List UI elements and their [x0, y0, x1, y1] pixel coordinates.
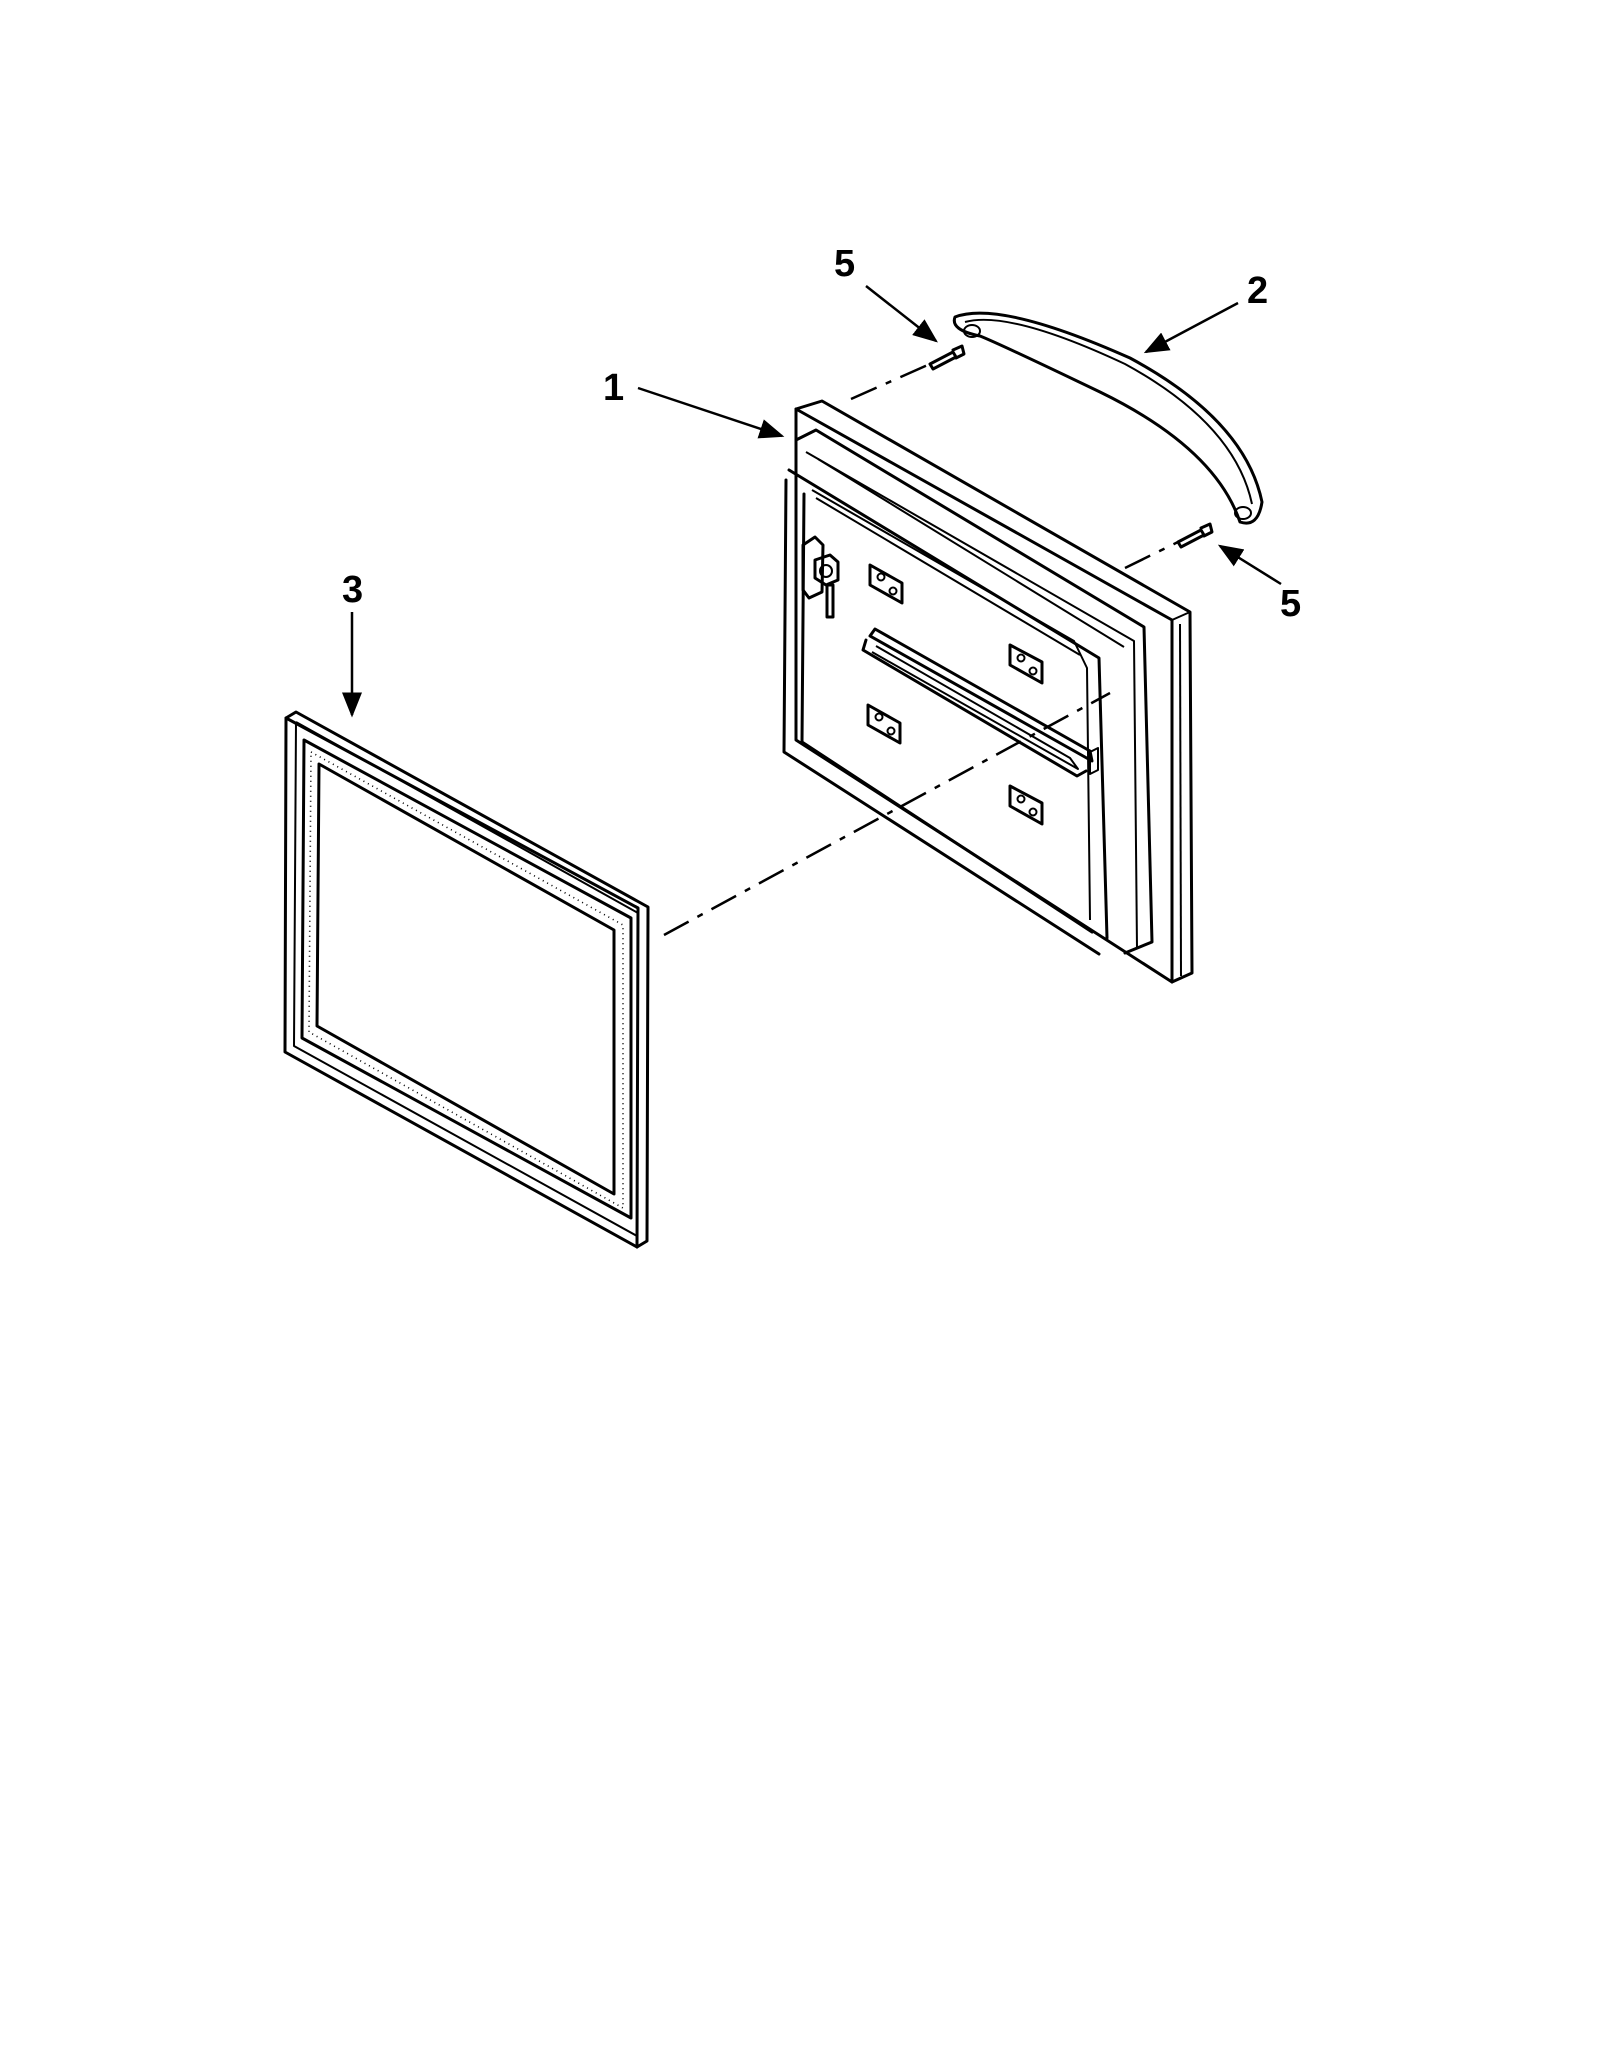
alignment-line-top-screw: [850, 362, 931, 401]
leader-arrow-2: [1143, 301, 1239, 354]
mounting-pad: [1008, 643, 1044, 685]
mounting-pad: [866, 703, 902, 745]
callout-5-screw-bottom: 5: [1280, 583, 1301, 625]
door-assembly: [782, 399, 1194, 984]
mounting-pad: [1008, 784, 1044, 826]
callout-2-handle: 2: [1247, 270, 1268, 312]
alignment-line-bottom-screw: [1124, 540, 1179, 570]
screw-bottom: [1176, 522, 1214, 549]
callout-3-gasket: 3: [342, 569, 363, 611]
door-handle: [952, 311, 1264, 525]
leader-arrow-1: [637, 386, 785, 439]
callout-5-screw-top: 5: [834, 243, 855, 285]
callout-1-door-assembly: 1: [603, 367, 624, 409]
door-gasket: [283, 710, 650, 1249]
leader-arrow-5-bottom: [1217, 544, 1282, 586]
leader-arrow-5-top: [865, 285, 938, 343]
screw-top: [928, 344, 966, 371]
mounting-pad: [868, 563, 904, 605]
